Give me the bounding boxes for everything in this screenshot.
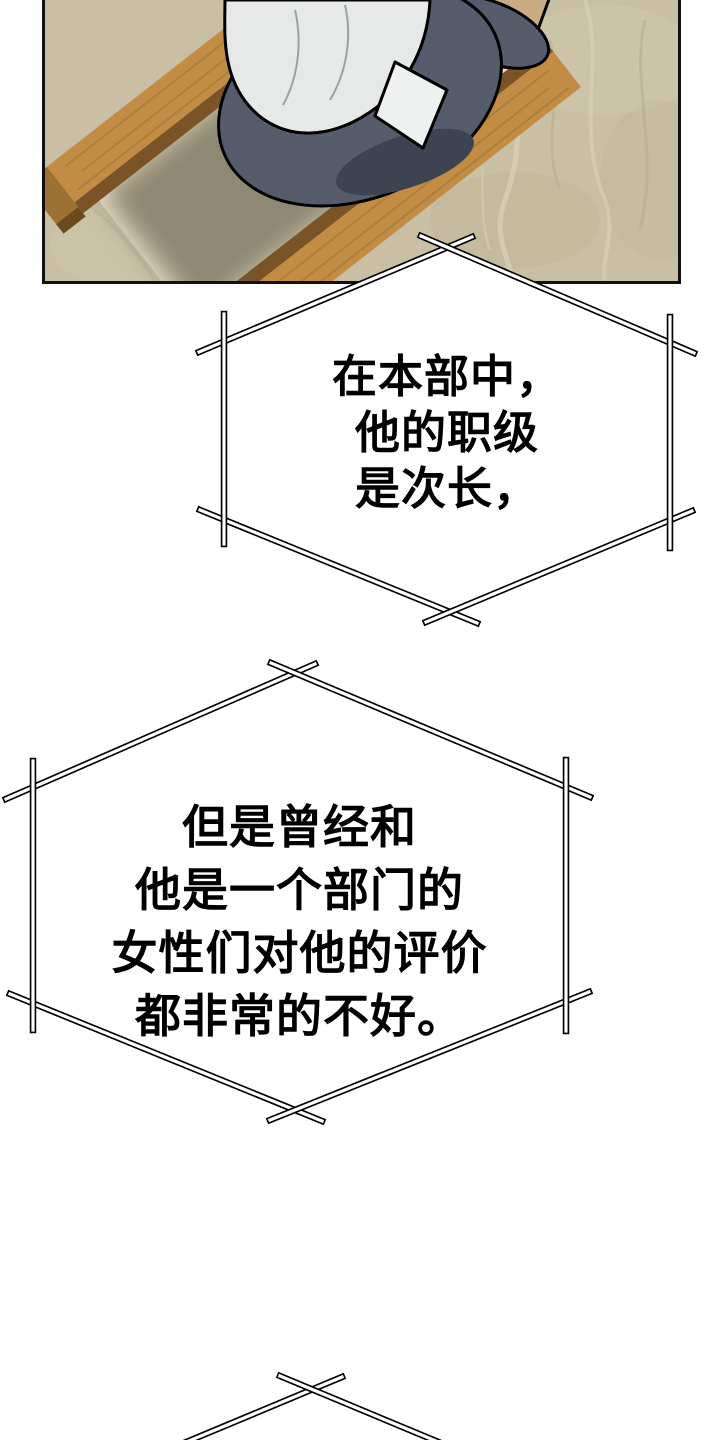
person-shirt [223, 0, 432, 135]
bubble-text-line: 都非常的不好。 [135, 990, 464, 1042]
bubble-3-outline [182, 1371, 443, 1440]
bubble-2-text: 但是曾经和 他是一个部门的 女性们对他的评价 都非常的不好。 [33, 796, 566, 1048]
panel-artwork [45, 0, 678, 281]
speech-bubble-3-partial [182, 1371, 443, 1440]
person [217, 0, 552, 208]
shirt-creases [282, 4, 350, 106]
bubble-text-line: 他的职级 [354, 407, 539, 458]
bubble-text-line: 女性们对他的评价 [111, 927, 488, 979]
person-cuff [373, 60, 449, 150]
bubble-text-line: 在本部中， [331, 351, 562, 402]
bubble-text-line: 是次长， [354, 463, 539, 514]
bubble-text-line: 但是曾经和 [182, 801, 417, 853]
bubble-text-line: 他是一个部门的 [135, 864, 464, 916]
comic-panel [42, 0, 681, 284]
pants-fold-shadow [336, 128, 474, 196]
bubble-1-text: 在本部中， 他的职级 是次长， [207, 349, 687, 517]
